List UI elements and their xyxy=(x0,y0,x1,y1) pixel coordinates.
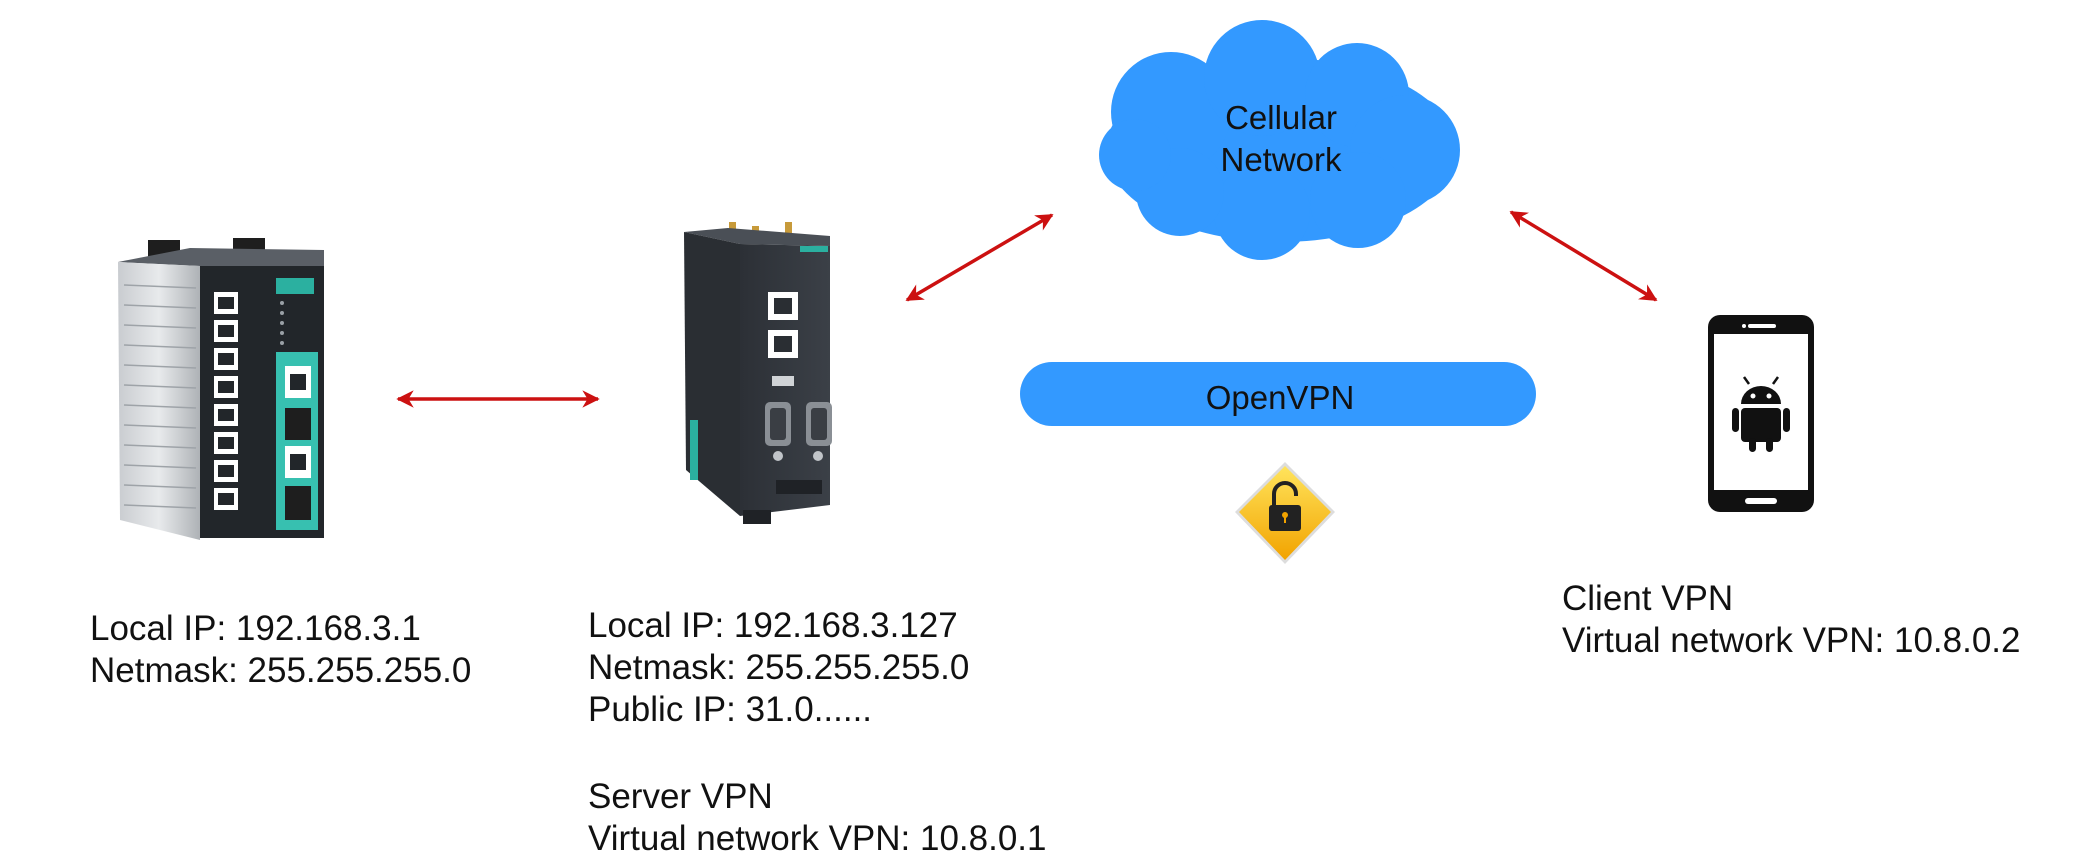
openvpn-label: OpenVPN xyxy=(1206,379,1355,416)
gateway-local-ip: Local IP: 192.168.3.127 xyxy=(588,606,958,645)
cellular-network-cloud xyxy=(1099,20,1460,260)
gateway-netmask: Netmask: 255.255.255.0 xyxy=(588,648,970,687)
switch-info: Local IP: 192.168.3.1 Netmask: 255.255.2… xyxy=(90,608,471,692)
client-vpn-role: Client VPN xyxy=(1562,579,1734,618)
android-logo-icon xyxy=(1732,376,1790,452)
arrow-cloud-phone xyxy=(1509,210,1658,302)
padlock-icon xyxy=(1235,462,1335,564)
ethernet-switch-device xyxy=(118,238,324,540)
cloud-shape xyxy=(1099,20,1460,260)
cloud-label-line2: Network xyxy=(1220,141,1342,178)
switch-netmask: Netmask: 255.255.255.0 xyxy=(90,651,472,690)
server-vpn-address: Virtual network VPN: 10.8.0.1 xyxy=(588,819,1047,858)
arrow-gateway-cloud xyxy=(905,213,1054,302)
uc3100-gateway-device xyxy=(684,222,832,524)
client-vpn-info: Client VPN Virtual network VPN: 10.8.0.2 xyxy=(1562,578,2021,662)
openvpn-tunnel xyxy=(1020,362,1536,426)
server-vpn-role: Server VPN xyxy=(588,777,773,816)
gateway-info: Local IP: 192.168.3.127 Netmask: 255.255… xyxy=(588,605,969,731)
cloud-label-line1: Cellular xyxy=(1225,99,1337,136)
server-vpn-info: Server VPN Virtual network VPN: 10.8.0.1 xyxy=(588,776,1047,860)
switch-local-ip: Local IP: 192.168.3.1 xyxy=(90,609,421,648)
client-vpn-address: Virtual network VPN: 10.8.0.2 xyxy=(1562,621,2021,660)
android-phone-device xyxy=(1708,315,1814,512)
gateway-public-ip: Public IP: 31.0...... xyxy=(588,690,873,729)
